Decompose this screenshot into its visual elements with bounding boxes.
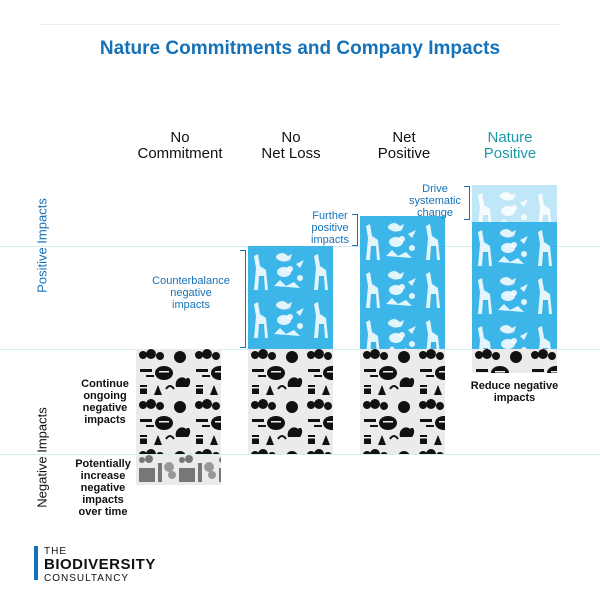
wildlife-icons xyxy=(472,222,557,349)
negative-impacts-label: Negative Impacts xyxy=(34,407,50,508)
logo-line-2: BIODIVERSITY xyxy=(44,556,156,573)
pollution-icons xyxy=(472,349,557,373)
reduced-negative-impacts-panel xyxy=(472,349,557,373)
positive-impacts-panel-no-net-loss xyxy=(248,246,333,349)
further-positive-bracket xyxy=(352,214,358,246)
pollution-icons xyxy=(136,349,221,454)
positive-impacts-panel-net-positive xyxy=(360,216,445,349)
negative-impacts-panel-no-commitment xyxy=(136,349,221,454)
increasing-impacts-panel xyxy=(136,455,221,485)
pollution-icons xyxy=(248,349,333,454)
negative-impacts-panel-net-positive xyxy=(360,349,445,454)
positive-impacts-label: Positive Impacts xyxy=(34,198,50,293)
systemic-change-panel xyxy=(472,185,557,222)
drive-change-bracket xyxy=(464,186,470,220)
positive-impacts-panel-nature-positive xyxy=(472,222,557,349)
pollution-icons xyxy=(360,349,445,454)
wildlife-icons xyxy=(248,246,333,349)
negative-band-guide xyxy=(0,454,600,455)
wildlife-icons xyxy=(360,216,445,349)
logo-bar xyxy=(34,546,38,580)
counterbalance-bracket xyxy=(240,250,246,348)
logo-line-3: CONSULTANCY xyxy=(44,573,130,584)
page-title: Nature Commitments and Company Impacts xyxy=(99,38,501,59)
logo-line-1: THE xyxy=(44,546,67,557)
title-divider xyxy=(40,24,560,25)
light-wildlife-icons xyxy=(472,185,557,222)
negative-impacts-panel-no-net-loss xyxy=(248,349,333,454)
faded-pollution-icons xyxy=(136,455,221,485)
